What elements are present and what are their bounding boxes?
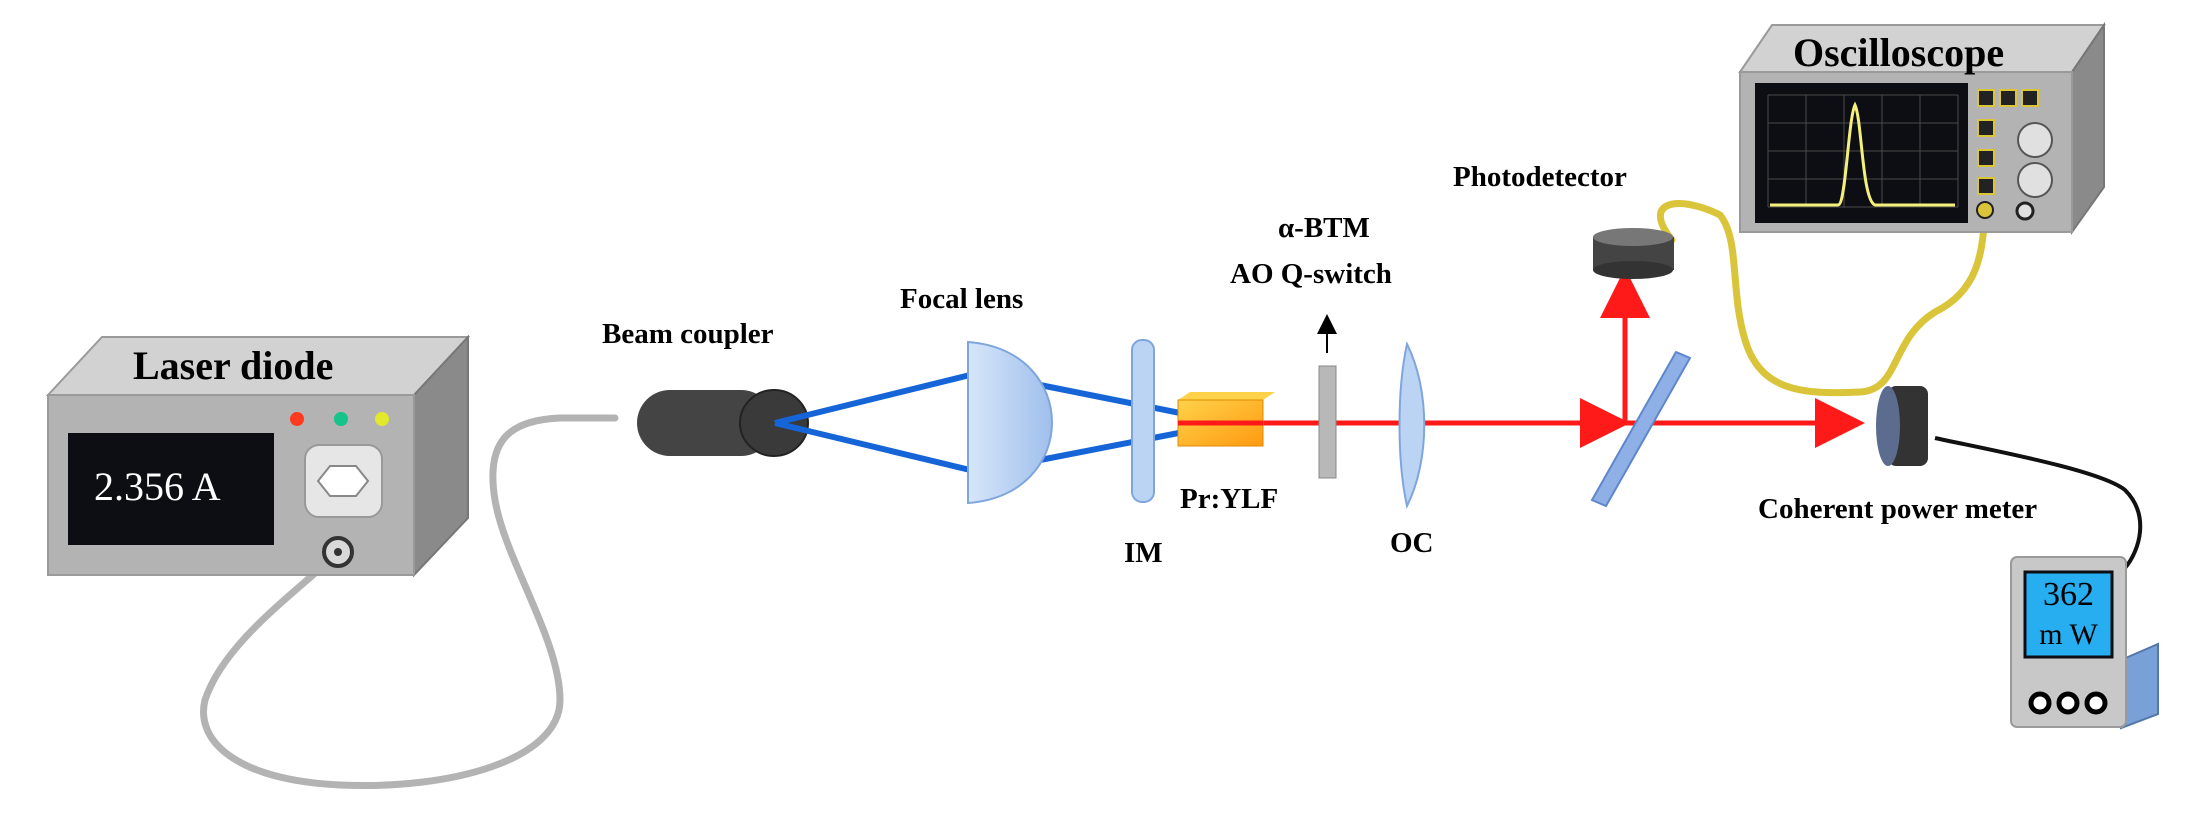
status-led-yellow — [375, 412, 389, 426]
power-meter-head — [1876, 386, 1928, 466]
power-meter-screen — [2023, 570, 2114, 659]
power-meter-cable — [1934, 436, 2143, 570]
laser-diode-label: Laser diode — [133, 343, 334, 388]
power-meter-value: 362 — [2043, 576, 2094, 613]
oscilloscope — [1738, 21, 2106, 236]
pr-ylf-crystal — [1177, 392, 1275, 447]
beam-splitter — [1590, 350, 1692, 508]
focal-lens-label: Focal lens — [900, 283, 1024, 315]
laser-diode-cable — [200, 414, 619, 790]
power-meter-button-1 — [2028, 691, 2052, 715]
oscilloscope-knob-bottom — [2017, 162, 2053, 198]
oscilloscope-signal-cable — [1656, 200, 1989, 397]
oscilloscope-input-port — [1976, 201, 1994, 219]
status-led-red — [290, 412, 304, 426]
power-meter-label: Coherent power meter — [1758, 493, 2038, 525]
ao-q-switch — [1317, 314, 1337, 479]
current-display — [68, 433, 274, 545]
oscilloscope-trace — [1770, 101, 1955, 207]
power-meter — [2010, 556, 2159, 730]
output-coupler — [1398, 341, 1426, 509]
q-switch-label-line1: α-BTM — [1278, 212, 1370, 244]
focal-lens — [967, 340, 1053, 505]
oscilloscope-label: Oscilloscope — [1793, 30, 2005, 75]
power-meter-button-2 — [2056, 691, 2080, 715]
oscilloscope-buttons — [1977, 89, 2039, 195]
oscilloscope-knob-top — [2017, 122, 2053, 158]
current-readout: 2.356 A — [94, 464, 221, 509]
crystal-label: Pr:YLF — [1180, 483, 1279, 515]
laser-beam — [1235, 268, 1865, 448]
power-meter-button-3 — [2084, 691, 2108, 715]
power-meter-unit: m W — [2039, 618, 2098, 651]
input-mirror — [1131, 339, 1155, 503]
status-led-green — [334, 412, 348, 426]
im-label: IM — [1124, 537, 1163, 569]
beam-coupler — [637, 389, 809, 457]
oscilloscope-port — [2015, 201, 2035, 221]
laser-diode — [45, 334, 471, 578]
beam-coupler-label: Beam coupler — [602, 318, 774, 350]
oc-label: OC — [1390, 527, 1434, 559]
q-switch-label-line2: AO Q-switch — [1230, 258, 1392, 290]
photodetector — [1593, 228, 1674, 279]
photodetector-label: Photodetector — [1453, 161, 1627, 193]
